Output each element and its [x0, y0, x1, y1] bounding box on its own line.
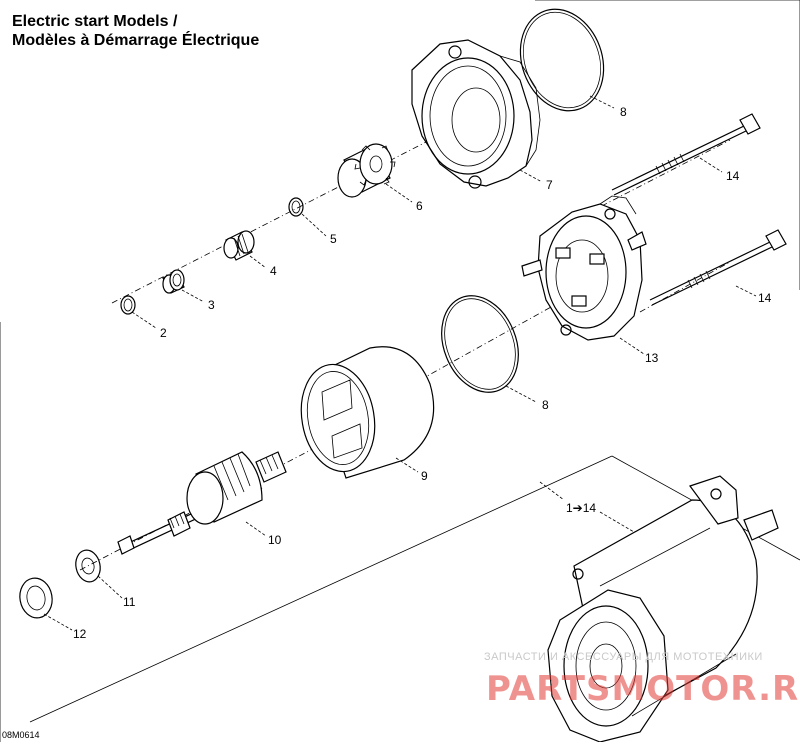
title-french: Modèles à Démarrage Électrique [12, 32, 260, 49]
washer-part [75, 549, 101, 583]
part-labels: 2 3 4 5 6 7 8 8 9 10 11 12 13 14 14 1➔14 [73, 105, 772, 641]
label-part-8-lower: 8 [542, 398, 549, 412]
yoke-housing-part [300, 346, 435, 479]
label-part-14-lower: 14 [758, 291, 772, 305]
armature-part [117, 451, 287, 555]
end-cover-brush-holder-part [521, 195, 647, 341]
label-part-10: 10 [268, 533, 282, 547]
label-assembly-1-to-14: 1➔14 [566, 501, 596, 515]
label-part-3: 3 [208, 298, 215, 312]
retaining-ring-part [288, 197, 304, 217]
label-part-8-upper: 8 [620, 105, 627, 119]
leader-lines [43, 95, 757, 631]
label-part-4: 4 [270, 264, 277, 278]
watermark: ЗАПЧАСТИ И АКСЕССУАРЫ ДЛЯ МОТОТЕХНИКИ PA… [484, 651, 800, 709]
label-part-13: 13 [645, 351, 659, 365]
diagram-title: Electric start Models / Modèles à Démarr… [12, 12, 259, 50]
label-part-5: 5 [330, 232, 337, 246]
spring-part [223, 230, 255, 261]
through-bolt-upper-part [611, 113, 761, 196]
label-part-2: 2 [160, 326, 167, 340]
drive-end-housing-part [411, 39, 541, 189]
label-part-12: 12 [73, 627, 87, 641]
title-english: Electric start Models / [12, 13, 178, 30]
watermark-brand: PARTSMOTOR.RU [486, 669, 800, 709]
through-bolt-lower-part [649, 229, 787, 306]
thrust-washer-part [19, 577, 53, 619]
watermark-tagline: ЗАПЧАСТИ И АКСЕССУАРЫ ДЛЯ МОТОТЕХНИКИ [484, 651, 763, 663]
label-part-9: 9 [421, 469, 428, 483]
label-part-14-upper: 14 [726, 169, 740, 183]
snap-ring-part [120, 295, 136, 315]
o-ring-lower-part [441, 295, 519, 393]
label-part-11: 11 [123, 595, 136, 609]
o-ring-upper-part [519, 8, 605, 112]
sleeve-part [162, 269, 185, 294]
pinion-gear-part [337, 143, 396, 198]
label-part-6: 6 [416, 199, 423, 213]
assembled-starter-motor [547, 475, 779, 742]
label-part-7: 7 [546, 178, 553, 192]
drawing-code: 08M0614 [2, 730, 40, 740]
